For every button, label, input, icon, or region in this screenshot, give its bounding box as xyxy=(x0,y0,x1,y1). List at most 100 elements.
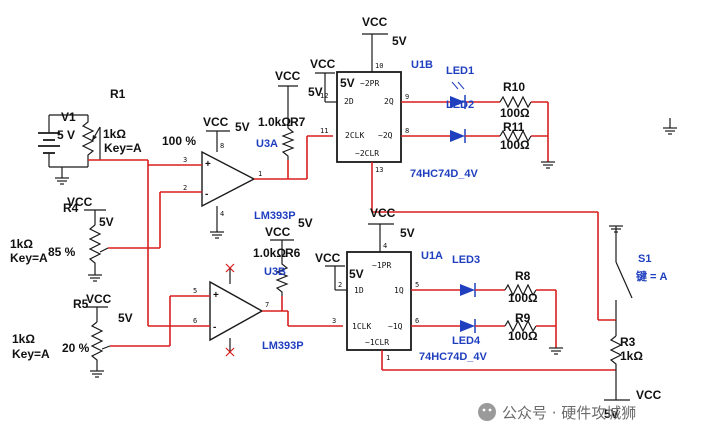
led4-diode xyxy=(460,320,475,332)
r5-value: 1kΩ xyxy=(12,332,35,346)
svg-text:9: 9 xyxy=(405,93,409,101)
u1a-body xyxy=(346,251,412,351)
r11-name: R11 xyxy=(503,120,525,134)
u1b-body xyxy=(336,71,402,163)
svg-text:3: 3 xyxy=(183,156,187,164)
r5-key: Key=A xyxy=(12,347,50,361)
v5-label-r7: 5V xyxy=(308,85,323,99)
svg-text:11: 11 xyxy=(320,127,328,135)
svg-text:-: - xyxy=(213,322,216,333)
led2-label: LED2 xyxy=(446,99,474,111)
vcc-label-r6: VCC xyxy=(265,225,291,239)
u1b-name: U1B xyxy=(411,59,433,71)
u1a-part: 74HC74D_4V xyxy=(419,351,488,363)
svg-text:4: 4 xyxy=(220,210,224,218)
svg-text:6: 6 xyxy=(415,317,419,325)
s1-name: S1 xyxy=(638,253,651,265)
v5-label-d1: 5V xyxy=(349,267,364,281)
v5-label-u1a: 5V xyxy=(400,226,415,240)
r4-key: Key=A xyxy=(10,251,48,265)
u1b-pr-pin-label: ~2PR xyxy=(360,79,379,88)
vcc-label-r3: VCC xyxy=(636,388,662,402)
u3b-part: LM393P xyxy=(262,340,304,352)
u1a-name: U1A xyxy=(421,250,443,262)
r8-name: R8 xyxy=(515,269,531,283)
svg-text:8: 8 xyxy=(405,127,409,135)
led3-diode xyxy=(460,284,475,296)
svg-text:+: + xyxy=(213,290,219,301)
r4-percent: 85 % xyxy=(48,245,76,259)
u3a-comparator xyxy=(201,150,256,208)
led1-diode xyxy=(450,130,465,142)
r5-name: R5 xyxy=(73,297,89,311)
watermark-text: 公众号 · 硬件攻城狮 xyxy=(502,404,636,422)
svg-text:6: 6 xyxy=(193,317,197,325)
u3a-name: U3A xyxy=(256,138,278,150)
u1a-pr-pin-label: ~1PR xyxy=(372,261,391,270)
v5-label-r6: 5V xyxy=(298,216,313,230)
svg-text:10: 10 xyxy=(375,62,383,70)
led3-label: LED3 xyxy=(452,254,480,266)
u3b-name: U3B xyxy=(264,266,286,278)
vcc-label-d1: VCC xyxy=(315,251,341,265)
u1b-part: 74HC74D_4V xyxy=(410,168,479,180)
svg-text:5: 5 xyxy=(415,281,419,289)
r1-value: 1kΩ xyxy=(103,127,126,141)
r1-percent: 100 % xyxy=(162,134,196,148)
u1a-q-pin-label: 1Q xyxy=(394,286,404,295)
svg-text:5: 5 xyxy=(193,287,197,295)
led4-label: LED4 xyxy=(452,335,481,347)
r6-name: R6 xyxy=(285,246,301,260)
r1-key: Key=A xyxy=(104,141,142,155)
r9-value: 100Ω xyxy=(508,329,538,343)
vcc-label-u1b: VCC xyxy=(362,15,388,29)
svg-text:2: 2 xyxy=(183,184,187,192)
vcc-label-u1a: VCC xyxy=(370,206,396,220)
r7-name: R7 xyxy=(290,115,306,129)
wechat-icon xyxy=(478,403,496,421)
r3-value: 1kΩ xyxy=(620,349,643,363)
r10-value: 100Ω xyxy=(500,106,530,120)
v5-label-u1b: 5V xyxy=(392,34,407,48)
vcc-label-d2: VCC xyxy=(310,57,336,71)
r5-percent: 20 % xyxy=(62,341,90,355)
r3-name: R3 xyxy=(620,335,636,349)
svg-text:-: - xyxy=(205,189,208,200)
vcc-label-r5: VCC xyxy=(86,292,112,306)
v5-label-r3: 5V xyxy=(604,407,619,421)
vcc-label-r7: VCC xyxy=(275,69,301,83)
svg-text:13: 13 xyxy=(375,166,383,174)
svg-text:4: 4 xyxy=(383,242,387,250)
vcc-label-u3a: VCC xyxy=(203,115,229,129)
v5-label-u3a: 5V xyxy=(235,120,250,134)
r9-name: R9 xyxy=(515,311,531,325)
u1a-qn-pin-label: ~1Q xyxy=(388,322,403,331)
vcc-label-r4: VCC xyxy=(67,195,93,209)
svg-text:7: 7 xyxy=(265,301,269,309)
r4-name: R4 xyxy=(63,201,79,215)
u1a-clk-pin-label: 1CLK xyxy=(352,322,371,331)
svg-text:1: 1 xyxy=(258,170,262,178)
led1-label: LED1 xyxy=(446,65,474,77)
u1b-q-pin-label: 2Q xyxy=(384,97,394,106)
led2-diode xyxy=(450,96,465,108)
r4-value: 1kΩ xyxy=(10,237,33,251)
u3b-comparator xyxy=(209,280,264,342)
v1-value: 5 V xyxy=(57,128,75,142)
r7-value: 1.0kΩ xyxy=(258,115,291,129)
u1a-d-pin-label: 1D xyxy=(354,286,364,295)
v1-name: V1 xyxy=(61,110,76,124)
r8-value: 100Ω xyxy=(508,291,538,305)
v5-label-r5: 5V xyxy=(118,311,133,325)
u1b-clk-pin-label: 2CLK xyxy=(345,131,364,140)
svg-text:8: 8 xyxy=(220,142,224,150)
svg-text:2: 2 xyxy=(338,281,342,289)
v5-label-d2: 5V xyxy=(340,76,355,90)
svg-text:1: 1 xyxy=(386,354,390,362)
svg-text:+: + xyxy=(205,159,211,170)
svg-text:12: 12 xyxy=(320,92,328,100)
v5-label-r4: 5V xyxy=(99,215,114,229)
u3a-part: LM393P xyxy=(254,210,296,222)
